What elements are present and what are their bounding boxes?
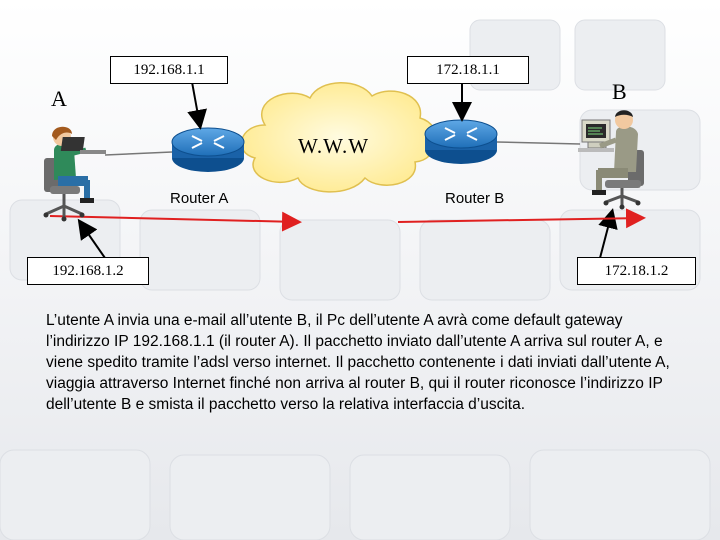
flow-arrow-b [397, 208, 646, 229]
router-a-label: Router A [170, 190, 229, 207]
cloud-label: W.W.W [298, 134, 370, 158]
ip-label-user-a: 192.168.1.2 [27, 257, 149, 285]
link-user-a-router-a [104, 151, 173, 156]
flow-arrow-a [49, 211, 302, 232]
pointer-ip-router-a [187, 81, 207, 130]
router-a-icon [171, 127, 245, 172]
router-b-label: Router B [445, 190, 505, 207]
user-a-letter: A [51, 86, 67, 111]
pointer-ip-user-b [598, 208, 618, 259]
link-router-b-user-b [496, 141, 581, 145]
ip-label-router-a: 192.168.1.1 [110, 56, 228, 84]
ip-label-user-b: 172.18.1.2 [577, 257, 696, 285]
user-b-icon [578, 110, 644, 210]
router-b-icon [424, 119, 498, 164]
cloud-icon [240, 82, 437, 193]
description-paragraph: L’utente A invia una e-mail all’utente B… [46, 312, 670, 413]
user-b-letter: B [612, 79, 627, 104]
user-a-icon [43, 126, 106, 222]
pointer-ip-user-a [77, 218, 106, 259]
ip-label-router-b: 172.18.1.1 [407, 56, 529, 84]
